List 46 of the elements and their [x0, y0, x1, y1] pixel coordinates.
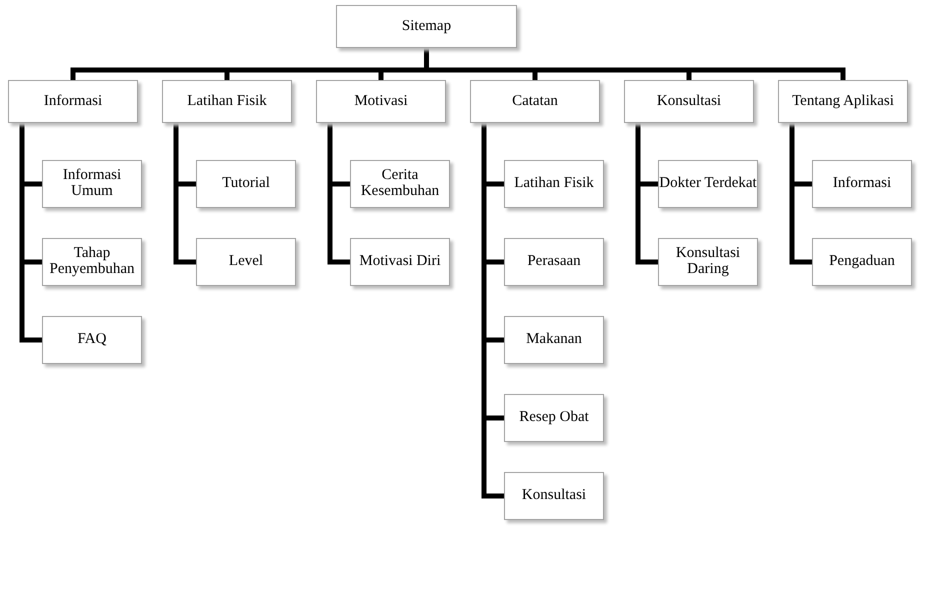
page-label: Level	[228, 254, 264, 270]
page-box	[350, 238, 450, 286]
page-label: Motivasi Diri	[359, 254, 441, 270]
page-box	[196, 160, 296, 208]
page-box	[504, 394, 604, 442]
page-box	[196, 238, 296, 286]
page-box	[812, 160, 912, 208]
page-box	[504, 316, 604, 364]
page-box	[42, 160, 142, 208]
page-label: Latihan Fisik	[187, 94, 267, 110]
page-box	[316, 80, 446, 123]
page-label: Informasi	[832, 176, 892, 192]
page-box	[350, 160, 450, 208]
page-label: Pengaduan	[829, 254, 895, 270]
page-box	[162, 80, 292, 123]
title-box	[336, 5, 517, 48]
page-box	[504, 472, 604, 520]
page-box	[504, 238, 604, 286]
page-box	[624, 80, 754, 123]
page-label: Informasi Umum	[62, 168, 122, 200]
page-label: Catatan	[512, 94, 558, 110]
page-label: Konsultasi	[656, 94, 722, 110]
page-label: Perasaan	[527, 254, 581, 270]
page-box	[778, 80, 908, 123]
page-label: Resep Obat	[519, 410, 589, 426]
page-label: Konsultasi Daring	[674, 246, 742, 278]
page-box	[504, 160, 604, 208]
page-box	[42, 238, 142, 286]
page-label: Latihan Fisik	[514, 176, 594, 192]
page-box	[42, 316, 142, 364]
page-box	[658, 238, 758, 286]
page-label: Informasi	[44, 94, 102, 110]
page-label: Tutorial	[222, 176, 270, 192]
page-box	[812, 238, 912, 286]
page-label: FAQ	[78, 332, 106, 348]
page-box	[470, 80, 600, 123]
page-label: Makanan	[526, 332, 582, 348]
page-label: Dokter Terdekat	[659, 176, 757, 192]
page-box	[8, 80, 138, 123]
page-label: Sitemap	[402, 18, 452, 34]
page-label: Cerita Kesembuhan	[360, 168, 440, 200]
page-label: Konsultasi	[522, 488, 586, 504]
page-label: Tahap Penyembuhan	[48, 246, 136, 278]
page-label: Tentang Aplikasi	[792, 94, 894, 110]
page-label: Motivasi	[354, 94, 408, 110]
page-box	[658, 160, 758, 208]
